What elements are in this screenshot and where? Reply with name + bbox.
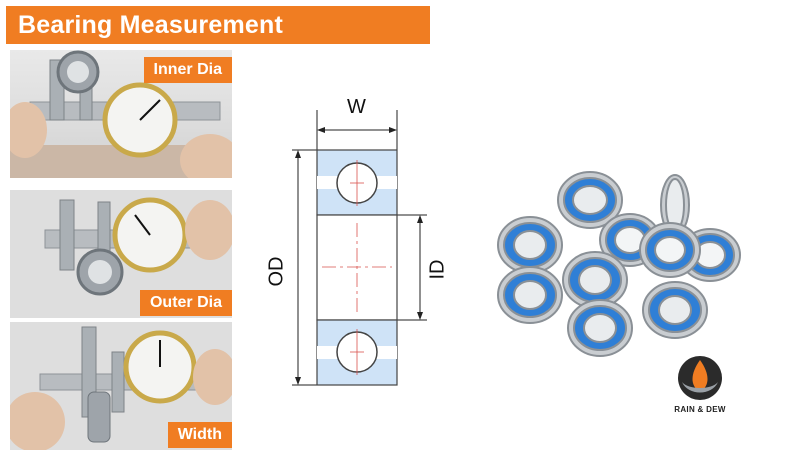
bearing-section-drawing bbox=[292, 110, 427, 386]
bearings-product-photo bbox=[470, 130, 770, 360]
caliper-inner-illustration bbox=[10, 50, 232, 178]
od-dimension-label: OD bbox=[265, 256, 288, 287]
photo-width: Width bbox=[10, 322, 232, 450]
brand-logo-icon bbox=[678, 356, 722, 400]
bearing-cross-section-diagram: W OD ID bbox=[262, 90, 462, 420]
width-dimension-label: W bbox=[347, 96, 366, 118]
brand-name: RAIN & DEW bbox=[674, 405, 726, 414]
page-title-banner: Bearing Measurement Demonstrate bbox=[6, 6, 430, 77]
photo-outer-dia: Outer Dia bbox=[10, 190, 232, 318]
bearing-pile-illustration bbox=[497, 171, 741, 357]
id-dimension-label: ID bbox=[426, 259, 449, 280]
brand-logo bbox=[668, 352, 732, 418]
photo-label-inner-dia: Inner Dia bbox=[143, 57, 232, 83]
caliper-width-illustration bbox=[10, 322, 232, 450]
photo-label-outer-dia: Outer Dia bbox=[139, 290, 232, 316]
photo-inner-dia: Inner Dia bbox=[10, 50, 232, 178]
photo-label-width: Width bbox=[167, 422, 232, 448]
